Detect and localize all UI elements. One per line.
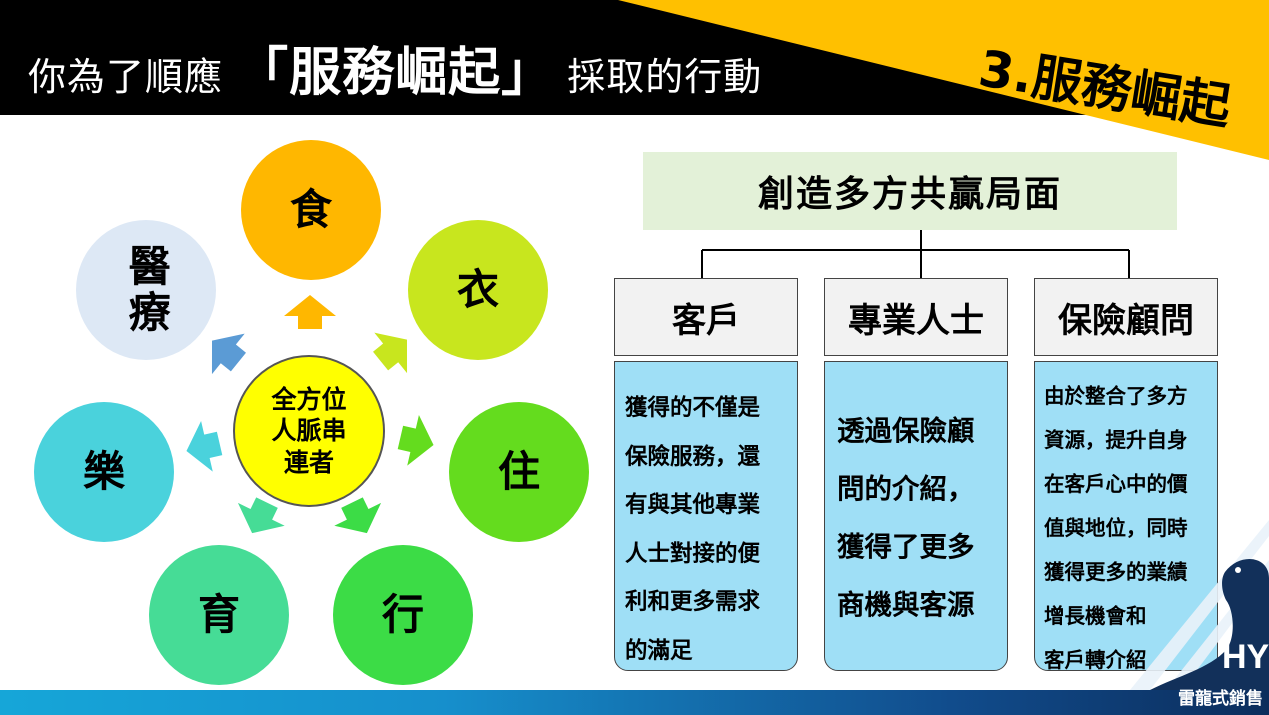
title-prefix: 你為了順應	[28, 55, 224, 99]
node-education-label: 育	[197, 589, 240, 639]
brand-mark: HY	[1222, 638, 1269, 676]
node-transport-label: 行	[381, 589, 424, 639]
party-professional-title: 專業人士	[824, 278, 1008, 356]
node-transport: 行	[333, 545, 473, 685]
title-highlight: 「服務崛起」	[236, 43, 555, 103]
party-advisor-body: 由於整合了多方 資源，提升自身 在客戶心中的價 值與地位，同時 獲得更多的業績 …	[1034, 361, 1218, 672]
node-housing: 住	[449, 402, 589, 542]
node-education: 育	[149, 545, 289, 685]
party-professional-body-text: 透過保險顧 問的介紹， 獲得了更多 商機與客源	[837, 415, 975, 621]
party-advisor-title-text: 保險顧問	[1058, 300, 1194, 341]
node-housing-label: 住	[497, 446, 540, 496]
party-client-title: 客戶	[614, 278, 798, 356]
title-suffix: 採取的行動	[567, 55, 763, 99]
bottom-strip	[0, 690, 1269, 715]
party-advisor-body-text: 由於整合了多方 資源，提升自身 在客戶心中的價 值與地位，同時 獲得更多的業績 …	[1044, 384, 1188, 672]
brand-name: 雷龍式銷售	[1178, 689, 1263, 709]
node-medical: 醫療	[76, 220, 216, 360]
node-food-label: 食	[289, 184, 332, 234]
party-advisor-title: 保險顧問	[1034, 278, 1218, 356]
arrow-to-medical	[211, 333, 246, 375]
arrow-to-clothing	[373, 332, 408, 374]
party-client-body-text: 獲得的不僅是 保險服務，還 有與其他專業 人士對接的便 利和更多需求 的滿足	[625, 395, 761, 664]
hub-connector: 全方位 人脈串 連者	[233, 355, 385, 507]
goal-label: 創造多方共贏局面	[757, 174, 1062, 215]
arrow-to-education	[237, 497, 285, 534]
arrow-to-housing	[397, 414, 434, 466]
goal-box: 創造多方共贏局面	[643, 152, 1177, 230]
dinosaur-logo-icon: HY	[1130, 520, 1269, 690]
node-clothing-label: 衣	[456, 264, 499, 314]
party-client-title-text: 客戶	[672, 300, 740, 341]
node-clothing: 衣	[408, 220, 548, 360]
slide-title: 你為了順應 「服務崛起」 採取的行動	[28, 30, 762, 105]
arrow-to-food	[284, 295, 336, 329]
node-leisure: 樂	[34, 402, 174, 542]
party-professional-title-text: 專業人士	[848, 300, 984, 341]
party-professional-body: 透過保險顧 問的介紹， 獲得了更多 商機與客源	[824, 361, 1008, 671]
party-client-body: 獲得的不僅是 保險服務，還 有與其他專業 人士對接的便 利和更多需求 的滿足	[614, 361, 798, 671]
hub-label: 全方位 人脈串 連者	[271, 385, 347, 477]
node-medical-label: 醫療	[122, 244, 172, 336]
node-food: 食	[241, 140, 381, 280]
node-leisure-label: 樂	[82, 446, 125, 496]
arrow-to-leisure	[186, 420, 223, 472]
arrow-to-transport	[334, 497, 382, 534]
section-banner	[0, 0, 1269, 160]
